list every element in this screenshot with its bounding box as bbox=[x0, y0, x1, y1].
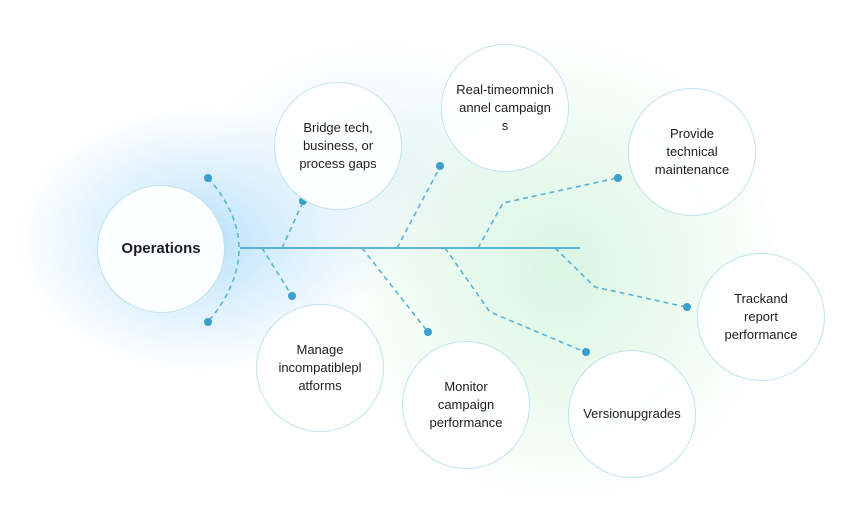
node-bridge-label: Bridge tech, business, or process gaps bbox=[299, 120, 377, 171]
node-maintenance: Provide technical maintenance bbox=[628, 88, 756, 216]
arc-top-dot bbox=[204, 174, 212, 182]
node-version-label: Versionupgrades bbox=[583, 406, 681, 421]
node-version: Versionupgrades bbox=[568, 350, 696, 478]
dot-version bbox=[582, 348, 590, 356]
hub-arc bbox=[207, 177, 240, 323]
branch-realtime bbox=[396, 166, 441, 249]
dot-track bbox=[683, 303, 691, 311]
branch-manage bbox=[261, 247, 293, 297]
dot-monitor bbox=[424, 328, 432, 336]
node-realtime: Real-timeomnichannel campaigns bbox=[441, 44, 569, 172]
node-monitor: Monitor campaign performance bbox=[402, 341, 530, 469]
node-realtime-label: Real-timeomnichannel campaigns bbox=[456, 82, 554, 133]
branch-monitor bbox=[361, 247, 429, 333]
node-maintenance-label: Provide technical maintenance bbox=[654, 126, 730, 177]
hub-label: Operations bbox=[121, 240, 201, 257]
node-track: Trackand report performance bbox=[697, 253, 825, 381]
branch-track bbox=[554, 247, 687, 308]
node-track-label: Trackand report performance bbox=[724, 291, 798, 342]
node-manage-label: Manage incompatiblepl atforms bbox=[278, 342, 362, 393]
dot-realtime bbox=[436, 162, 444, 170]
arc-bottom-dot bbox=[204, 318, 212, 326]
dot-manage bbox=[288, 292, 296, 300]
node-manage: Manage incompatiblepl atforms bbox=[256, 304, 384, 432]
branch-version bbox=[444, 247, 586, 353]
node-bridge: Bridge tech, business, or process gaps bbox=[274, 82, 402, 210]
hub-node: Operations bbox=[97, 185, 225, 313]
node-monitor-label: Monitor campaign performance bbox=[429, 379, 503, 430]
branch-bridge bbox=[281, 201, 304, 249]
dot-maintenance bbox=[614, 174, 622, 182]
branch-maintenance bbox=[477, 177, 618, 249]
